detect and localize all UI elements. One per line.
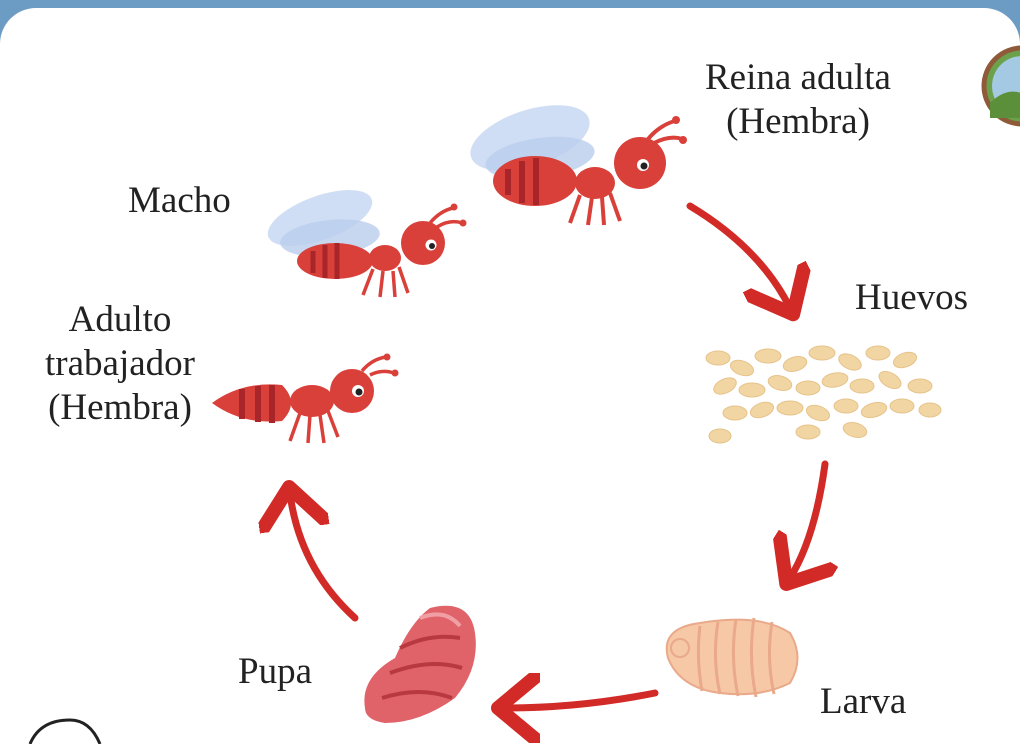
arrow-larva-to-pupa xyxy=(505,693,659,708)
label-adulto: Adulto trabajador (Hembra) xyxy=(20,298,220,430)
corner-circle-fragment xyxy=(28,718,102,744)
label-huevos: Huevos xyxy=(855,277,969,318)
label-reina-line1: Reina adulta xyxy=(705,57,891,98)
diagram-card: Reina adulta (Hembra) Macho Huevos Adult… xyxy=(0,8,1020,748)
pupa-icon xyxy=(364,605,476,723)
ant-worker-icon xyxy=(212,353,399,444)
eggs-icon xyxy=(705,345,942,444)
label-adulto-line3: (Hembra) xyxy=(48,387,192,428)
arrow-pupa-to-worker xyxy=(290,494,359,622)
label-pupa: Pupa xyxy=(238,651,312,692)
label-reina-line2: (Hembra) xyxy=(726,101,870,142)
arrow-eggs-to-larva xyxy=(790,460,825,578)
life-cycle-art xyxy=(28,45,1020,744)
label-macho: Macho xyxy=(128,180,231,221)
ant-male-icon xyxy=(267,190,467,298)
larva-icon xyxy=(665,617,799,698)
label-adulto-line1: Adulto xyxy=(68,299,172,340)
arrow-queen-to-eggs xyxy=(686,202,790,308)
logo-icon xyxy=(981,45,1020,127)
ant-queen-icon xyxy=(470,105,687,226)
label-adulto-line2: trabajador xyxy=(45,343,195,384)
label-reina: Reina adulta (Hembra) xyxy=(705,56,891,144)
label-larva: Larva xyxy=(820,681,907,722)
